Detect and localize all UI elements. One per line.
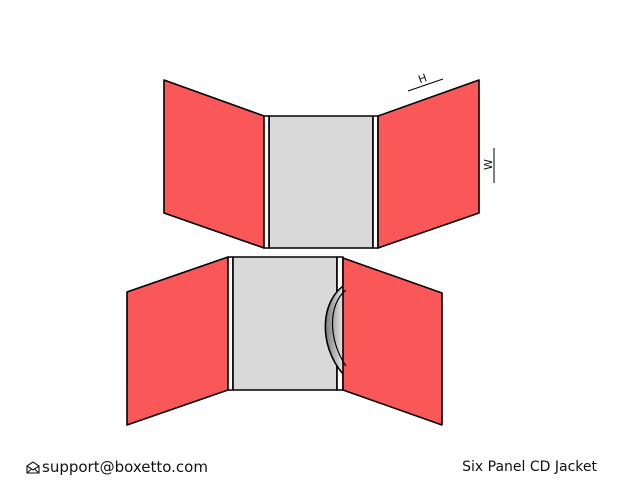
- width-label: W: [482, 159, 495, 170]
- product-title: Six Panel CD Jacket: [462, 459, 597, 475]
- pocket-opening: [331, 289, 347, 367]
- top-view: [163, 79, 480, 249]
- bottom-left-panel: [126, 256, 229, 426]
- top-left-panel: [163, 79, 265, 249]
- width-dimension: W: [482, 148, 495, 183]
- support-email[interactable]: support@boxetto.com: [42, 458, 208, 476]
- top-left-fold: [263, 115, 270, 249]
- height-label: H: [417, 71, 429, 86]
- top-right-panel: [377, 79, 480, 249]
- envelope-icon: [26, 460, 40, 474]
- top-center-panel: [268, 115, 374, 249]
- bottom-center-panel: [232, 256, 338, 391]
- bottom-view: [126, 256, 443, 426]
- bottom-right-panel: [342, 257, 443, 426]
- support-contact[interactable]: support@boxetto.com: [26, 458, 208, 476]
- height-dimension: H: [407, 71, 444, 92]
